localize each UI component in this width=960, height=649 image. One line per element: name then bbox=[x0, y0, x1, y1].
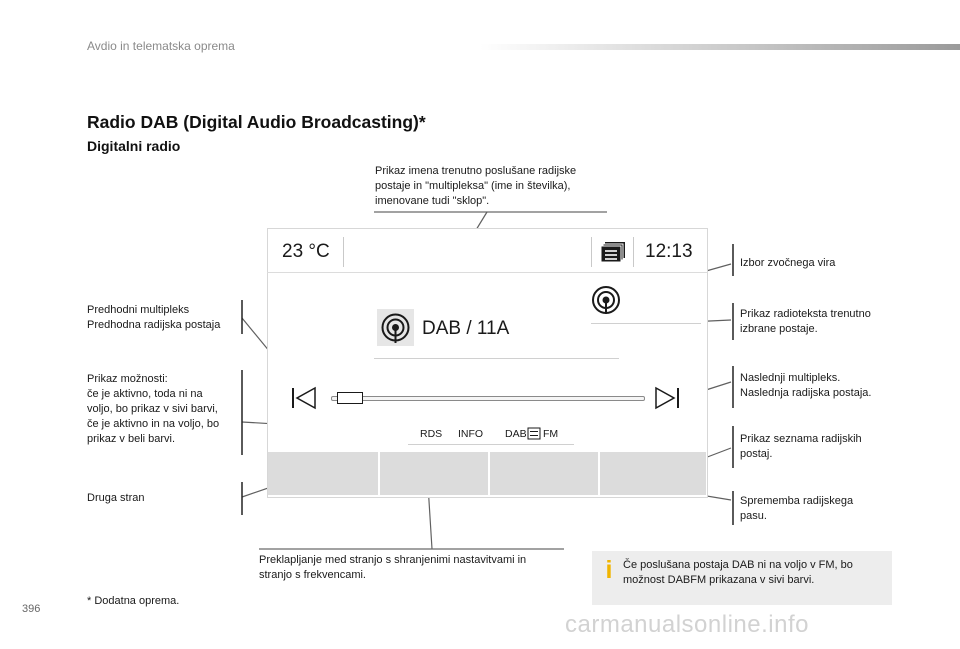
station-underline bbox=[374, 358, 619, 359]
callout-line: imenovane tudi "sklop". bbox=[375, 195, 490, 207]
list-icon[interactable] bbox=[600, 242, 627, 269]
tab-rds[interactable]: RDS bbox=[420, 428, 443, 440]
callout-line: Druga stran bbox=[87, 492, 145, 504]
section-header: Avdio in telematska oprema bbox=[87, 39, 235, 53]
callout-line: postaj. bbox=[740, 448, 773, 460]
tab-info[interactable]: INFO bbox=[458, 428, 484, 440]
temperature-display: 23 °C bbox=[282, 241, 330, 262]
header-gradient-bar bbox=[480, 44, 960, 50]
callout-line: stranjo s frekvencami. bbox=[259, 569, 366, 581]
next-icon[interactable] bbox=[654, 386, 680, 415]
source-broadcast-icon[interactable] bbox=[591, 285, 621, 320]
callout-line: Naslednji multipleks. bbox=[740, 372, 841, 384]
clock-separator bbox=[591, 237, 592, 267]
callout-line: prikaz v beli barvi. bbox=[87, 433, 176, 445]
callout-previous: Predhodni multipleks Predhodna radijska … bbox=[87, 303, 220, 333]
source-underline bbox=[591, 323, 701, 324]
watermark: carmanualsonline.info bbox=[565, 611, 809, 638]
screen-header-divider bbox=[267, 272, 708, 273]
callout-second-page: Druga stran bbox=[87, 491, 144, 506]
callout-line: Izbor zvočnega vira bbox=[740, 257, 836, 269]
dab-fm-toggle-icon[interactable] bbox=[527, 427, 541, 445]
callout-line: pasu. bbox=[740, 510, 767, 522]
callout-next: Naslednji multipleks. Naslednja radijska… bbox=[740, 371, 871, 401]
clock-display: 12:13 bbox=[645, 241, 693, 262]
bottom-button-1[interactable] bbox=[268, 452, 378, 495]
station-broadcast-icon bbox=[377, 309, 414, 346]
callout-line: če je aktivno in na voljo, bo bbox=[87, 418, 220, 430]
callout-change-band: Sprememba radijskega pasu. bbox=[740, 494, 853, 524]
callout-radiotext: Prikaz radioteksta trenutno izbrane post… bbox=[740, 307, 871, 337]
info-box bbox=[592, 551, 892, 605]
info-text: Če poslušana postaja DAB ni na voljo v F… bbox=[623, 558, 853, 588]
callout-line: Prikaz seznama radijskih bbox=[740, 433, 862, 445]
bottom-button-4[interactable] bbox=[600, 452, 706, 495]
callout-line: postaje in "multipleksa" (ime in številk… bbox=[375, 180, 571, 192]
callout-line: Predhodni multipleks bbox=[87, 304, 190, 316]
tabs-underline bbox=[408, 444, 574, 445]
previous-icon[interactable] bbox=[291, 386, 317, 415]
callout-line: Prikaz možnosti: bbox=[87, 373, 168, 385]
footnote: * Dodatna oprema. bbox=[87, 595, 180, 607]
page-subtitle: Digitalni radio bbox=[87, 138, 181, 154]
tab-dab[interactable]: DAB bbox=[505, 428, 527, 440]
callout-line: Prikaz imena trenutno poslušane radijske bbox=[375, 165, 577, 177]
callout-line: Sprememba radijskega bbox=[740, 495, 854, 507]
station-name: DAB / 11A bbox=[422, 318, 510, 339]
frequency-slider-handle[interactable] bbox=[337, 392, 363, 404]
callout-line: izbrane postaje. bbox=[740, 323, 818, 335]
callout-options: Prikaz možnosti: če je aktivno, toda ni … bbox=[87, 372, 219, 447]
callout-line: če je aktivno, toda ni na bbox=[87, 388, 203, 400]
info-line: Če poslušana postaja DAB ni na voljo v F… bbox=[623, 559, 853, 571]
tab-fm[interactable]: FM bbox=[543, 428, 559, 440]
callout-line: Predhodna radijska postaja bbox=[87, 319, 221, 331]
info-line: možnost DABFM prikazana v sivi barvi. bbox=[623, 574, 815, 586]
page-title: Radio DAB (Digital Audio Broadcasting)* bbox=[87, 112, 426, 132]
callout-source: Izbor zvočnega vira bbox=[740, 256, 835, 271]
info-icon: i bbox=[605, 556, 613, 584]
callout-station-list: Prikaz seznama radijskih postaj. bbox=[740, 432, 862, 462]
callout-line: Naslednja radijska postaja. bbox=[740, 387, 872, 399]
callout-line: Preklapljanje med stranjo s shranjenimi … bbox=[259, 554, 527, 566]
callout-line: voljo, bo prikaz v sivi barvi, bbox=[87, 403, 218, 415]
callout-line: Prikaz radioteksta trenutno bbox=[740, 308, 871, 320]
clock-separator-2 bbox=[633, 237, 634, 267]
bottom-button-3[interactable] bbox=[490, 452, 598, 495]
bottom-button-2[interactable] bbox=[380, 452, 488, 495]
callout-page-switch: Preklapljanje med stranjo s shranjenimi … bbox=[259, 553, 526, 583]
frequency-slider-track[interactable] bbox=[331, 396, 645, 401]
temperature-separator bbox=[343, 237, 344, 267]
callout-station-name: Prikaz imena trenutno poslušane radijske… bbox=[375, 164, 576, 209]
page-number: 396 bbox=[22, 603, 41, 615]
